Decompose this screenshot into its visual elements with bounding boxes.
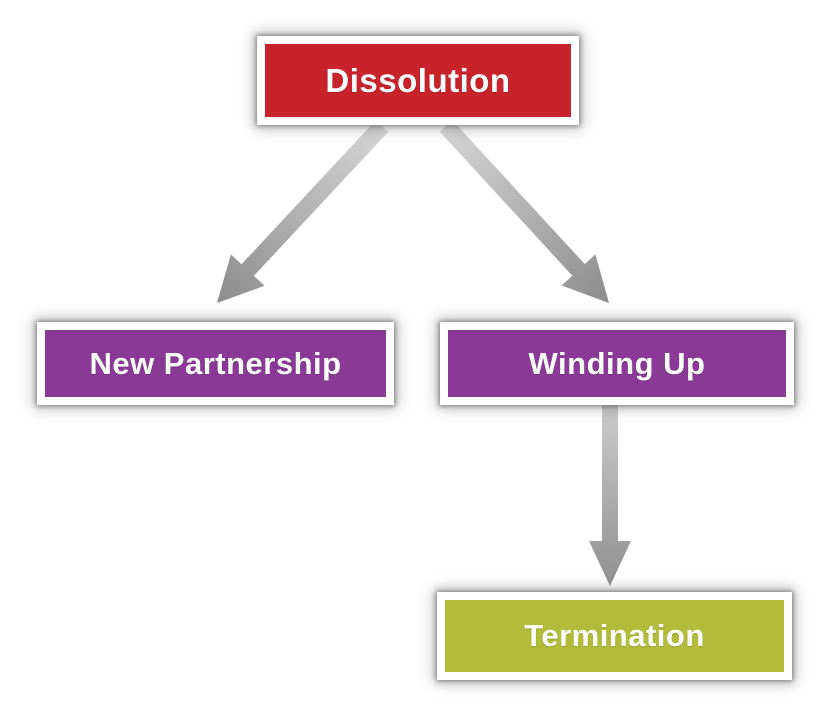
node-dissolution: Dissolution [257, 36, 579, 125]
node-termination-fill: Termination [445, 600, 784, 672]
node-winding-up-label: Winding Up [528, 345, 706, 381]
node-dissolution-label: Dissolution [325, 61, 511, 99]
node-termination: Termination [437, 592, 792, 680]
node-winding-up: Winding Up [440, 322, 794, 405]
arrow-dissolution-to-winding-up [439, 120, 609, 303]
node-new-partnership-fill: New Partnership [45, 330, 386, 397]
arrow-winding-up-to-termination [589, 403, 631, 586]
node-winding-up-fill: Winding Up [448, 330, 786, 397]
node-termination-label: Termination [524, 618, 705, 653]
node-dissolution-fill: Dissolution [265, 44, 571, 117]
node-new-partnership: New Partnership [37, 322, 394, 405]
arrow-dissolution-to-new-partnership [217, 120, 389, 303]
node-new-partnership-label: New Partnership [89, 345, 342, 381]
